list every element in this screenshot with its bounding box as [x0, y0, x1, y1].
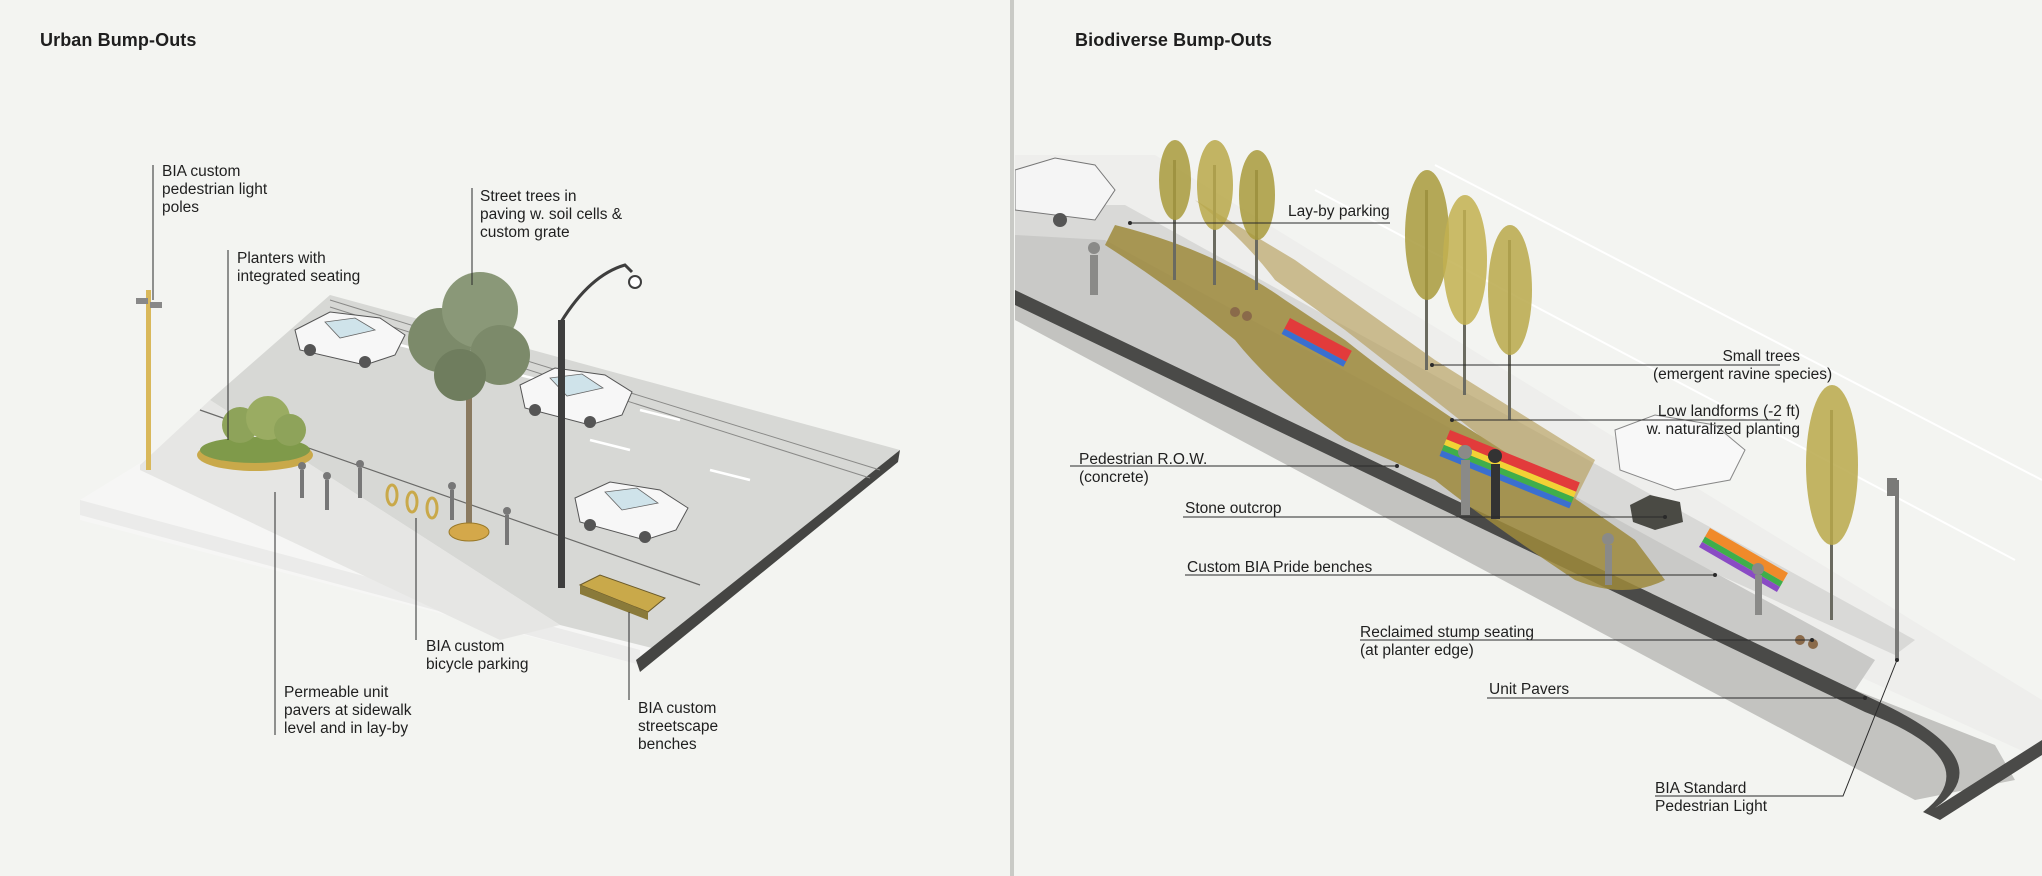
- panel-divider: [1010, 0, 1014, 876]
- car-right: [1614, 414, 1746, 491]
- pride-bench-1: [1281, 318, 1352, 367]
- planter-with-seating: [197, 396, 313, 471]
- label-stump-seating: Reclaimed stump seating(at planter edge): [1360, 624, 1535, 659]
- bicycle-racks: [385, 483, 439, 520]
- label-stone-outcrop: Stone outcrop: [1185, 500, 1282, 517]
- urban-bump-out-illustration: [80, 165, 900, 735]
- panel-title-biodiverse: Biodiverse Bump-Outs: [1075, 30, 1273, 50]
- parked-car: [1015, 157, 1116, 227]
- low-landform: [1195, 200, 1595, 500]
- pedestrian-light-pole: [136, 290, 162, 470]
- pedestrians-left: [298, 460, 511, 545]
- road-curb-edge: [636, 450, 900, 672]
- panel-title-urban: Urban Bump-Outs: [40, 30, 197, 50]
- streetscape-bench: [578, 574, 667, 620]
- pedestrians-right: [1088, 242, 1764, 615]
- curb-edge: [1015, 290, 2042, 820]
- car-3: [574, 481, 689, 543]
- pride-bench-2: [1439, 430, 1580, 509]
- leader-dots: [1128, 221, 1899, 700]
- stump-seating: [1230, 307, 1818, 649]
- small-trees: [1159, 140, 1858, 620]
- biodiverse-bump-out-illustration: [1015, 140, 2042, 820]
- leader-lines-right: [1070, 222, 1898, 797]
- label-small-trees: Small trees(emergent ravine species): [1653, 348, 1833, 383]
- label-pedestrian-row: Pedestrian R.O.W.(concrete): [1079, 451, 1208, 486]
- stone-outcrop: [1630, 495, 1683, 530]
- standard-pedestrian-light: [1887, 478, 1899, 660]
- label-unit-pavers: Unit Pavers: [1489, 681, 1570, 698]
- car-1: [294, 311, 406, 368]
- street-light: [558, 263, 642, 588]
- label-layby-parking: Lay-by parking: [1288, 203, 1390, 220]
- label-pride-benches: Custom BIA Pride benches: [1187, 559, 1373, 576]
- street-tree: [408, 272, 530, 542]
- road-surface: [210, 295, 900, 650]
- biodiverse-bump-outs-panel: Biodiverse Bump-Outs: [1015, 0, 2042, 876]
- label-low-landforms: Low landforms (-2 ft)w. naturalized plan…: [1646, 403, 1800, 438]
- urban-bump-outs-panel: Urban Bump-Outs: [0, 0, 1010, 876]
